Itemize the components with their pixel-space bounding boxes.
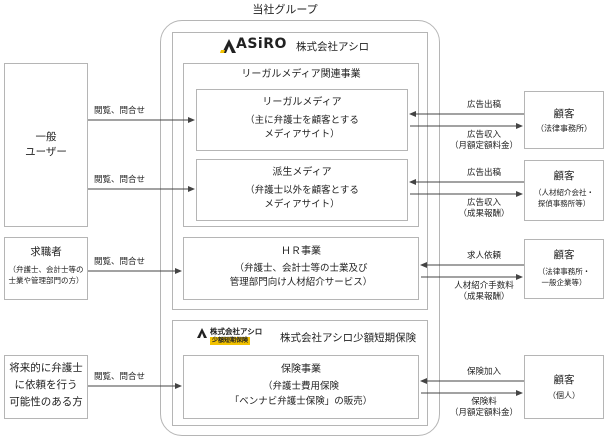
left-arrow-label-4: 閲覧、問合せ <box>94 372 146 382</box>
customer-1-title: 顧客 <box>553 108 575 120</box>
derived-media-desc-1: （弁護士以外を顧客とする <box>245 185 359 196</box>
hr-desc-2: 管理部門向け人材紹介サービス） <box>229 277 373 288</box>
legal-section-title: リーガルメディア関連事業 <box>241 69 361 80</box>
insurance-company-name: 株式会社アシロ少額短期保険 <box>280 332 417 344</box>
asiro-logo-mark-icon <box>220 39 236 53</box>
right-1-bottom-label-2: （月額定額料金） <box>449 141 518 151</box>
insurance-business-desc-1: （弁護士費用保険 <box>262 381 339 392</box>
left-arrow-label-2: 閲覧、問合せ <box>94 175 146 185</box>
right-4-bottom-label-2: （月額定額料金） <box>449 408 518 418</box>
legal-media-desc-2: メディアサイト） <box>264 129 340 140</box>
customer-4-title: 顧客 <box>553 374 575 386</box>
insurance-logo-mark-icon <box>197 328 207 338</box>
legal-media-box: リーガルメディア （主に弁護士を顧客とする メディアサイト） <box>196 89 408 151</box>
customer-2-sub-1: （人材紹介会社・ <box>534 188 594 197</box>
asiro-company-name: 株式会社アシロ <box>296 41 370 53</box>
right-2-top-label: 広告出稿 <box>466 168 501 178</box>
general-user-line-2: ユーザー <box>25 146 67 158</box>
general-user-line-1: 一般 <box>35 131 57 143</box>
right-1-top-label: 広告出稿 <box>466 100 501 110</box>
insurance-logo: 株式会社アシロ 少額短期保険 <box>196 326 266 348</box>
insurance-logo-line-1: 株式会社アシロ <box>210 327 263 336</box>
customer-box-1: 顧客 （法律事務所） <box>524 91 604 149</box>
right-4-top-label: 保険加入 <box>466 367 501 377</box>
derived-media-desc-2: メディアサイト） <box>264 199 340 210</box>
hr-business-box: ＨＲ事業 （弁護士、会計士等の士業及び 管理部門向け人材紹介サービス） <box>183 237 419 300</box>
right-3-bottom-label-1: 人材紹介手数料 <box>454 281 514 291</box>
future-client-line-2: に依頼を行う <box>14 379 78 391</box>
right-2-bottom-label-2: （成果報酬） <box>458 209 510 219</box>
future-client-box: 将来的に弁護士 に依頼を行う 可能性のある方 <box>4 355 88 419</box>
right-1-bottom-label-1: 広告収入 <box>466 130 501 140</box>
customer-3-title: 顧客 <box>553 249 575 261</box>
job-seeker-sub-1: （弁護士、会計士等の <box>8 265 84 274</box>
right-2-bottom-label-1: 広告収入 <box>466 198 501 208</box>
legal-media-title: リーガルメディア <box>262 97 342 108</box>
customer-box-3: 顧客 （法律事務所・ 一般企業等） <box>524 239 604 299</box>
left-arrow-label-3: 閲覧、問合せ <box>94 257 146 267</box>
insurance-business-title: 保険事業 <box>281 364 321 375</box>
legal-media-desc-1: （主に弁護士を顧客とする <box>245 115 359 126</box>
future-client-line-1: 将来的に弁護士 <box>9 362 83 374</box>
hr-desc-1: （弁護士、会計士等の士業及び <box>234 263 368 274</box>
derived-media-title: 派生メディア <box>272 167 332 178</box>
job-seeker-sub-2: 士業や管理部門の方） <box>8 276 84 285</box>
customer-4-sub-1: （個人） <box>548 391 580 400</box>
insurance-logo-line-2: 少額短期保険 <box>210 337 251 345</box>
customer-2-title: 顧客 <box>553 170 575 182</box>
customer-3-sub-2: 一般企業等） <box>541 278 587 287</box>
left-arrow-label-1: 閲覧、問合せ <box>94 106 146 116</box>
group-title: 当社グループ <box>252 3 318 16</box>
asiro-logo-text: ASiRO <box>236 36 287 52</box>
right-3-top-label: 求人依頼 <box>466 251 501 261</box>
future-client-line-3: 可能性のある方 <box>9 396 83 408</box>
job-seeker-box: 求職者 （弁護士、会計士等の 士業や管理部門の方） <box>4 237 88 300</box>
customer-box-2: 顧客 （人材紹介会社・ 探偵事務所等） <box>524 160 604 221</box>
customer-1-sub-1: （法律事務所） <box>536 124 592 133</box>
customer-box-4: 顧客 （個人） <box>524 355 604 419</box>
insurance-business-box: 保険事業 （弁護士費用保険 「ベンナビ弁護士保険」の販売） <box>183 355 419 419</box>
insurance-business-desc-2: 「ベンナビ弁護士保険」の販売） <box>229 396 373 407</box>
customer-3-sub-1: （法律事務所・ <box>537 267 591 276</box>
general-user-box: 一般 ユーザー <box>4 63 88 227</box>
derived-media-box: 派生メディア （弁護士以外を顧客とする メディアサイト） <box>196 159 408 221</box>
job-seeker-title: 求職者 <box>30 246 62 258</box>
hr-title: ＨＲ事業 <box>281 246 321 257</box>
customer-2-sub-2: 探偵事務所等） <box>537 199 591 208</box>
right-3-bottom-label-2: （成果報酬） <box>458 292 510 302</box>
right-4-bottom-label-1: 保険料 <box>471 397 497 407</box>
